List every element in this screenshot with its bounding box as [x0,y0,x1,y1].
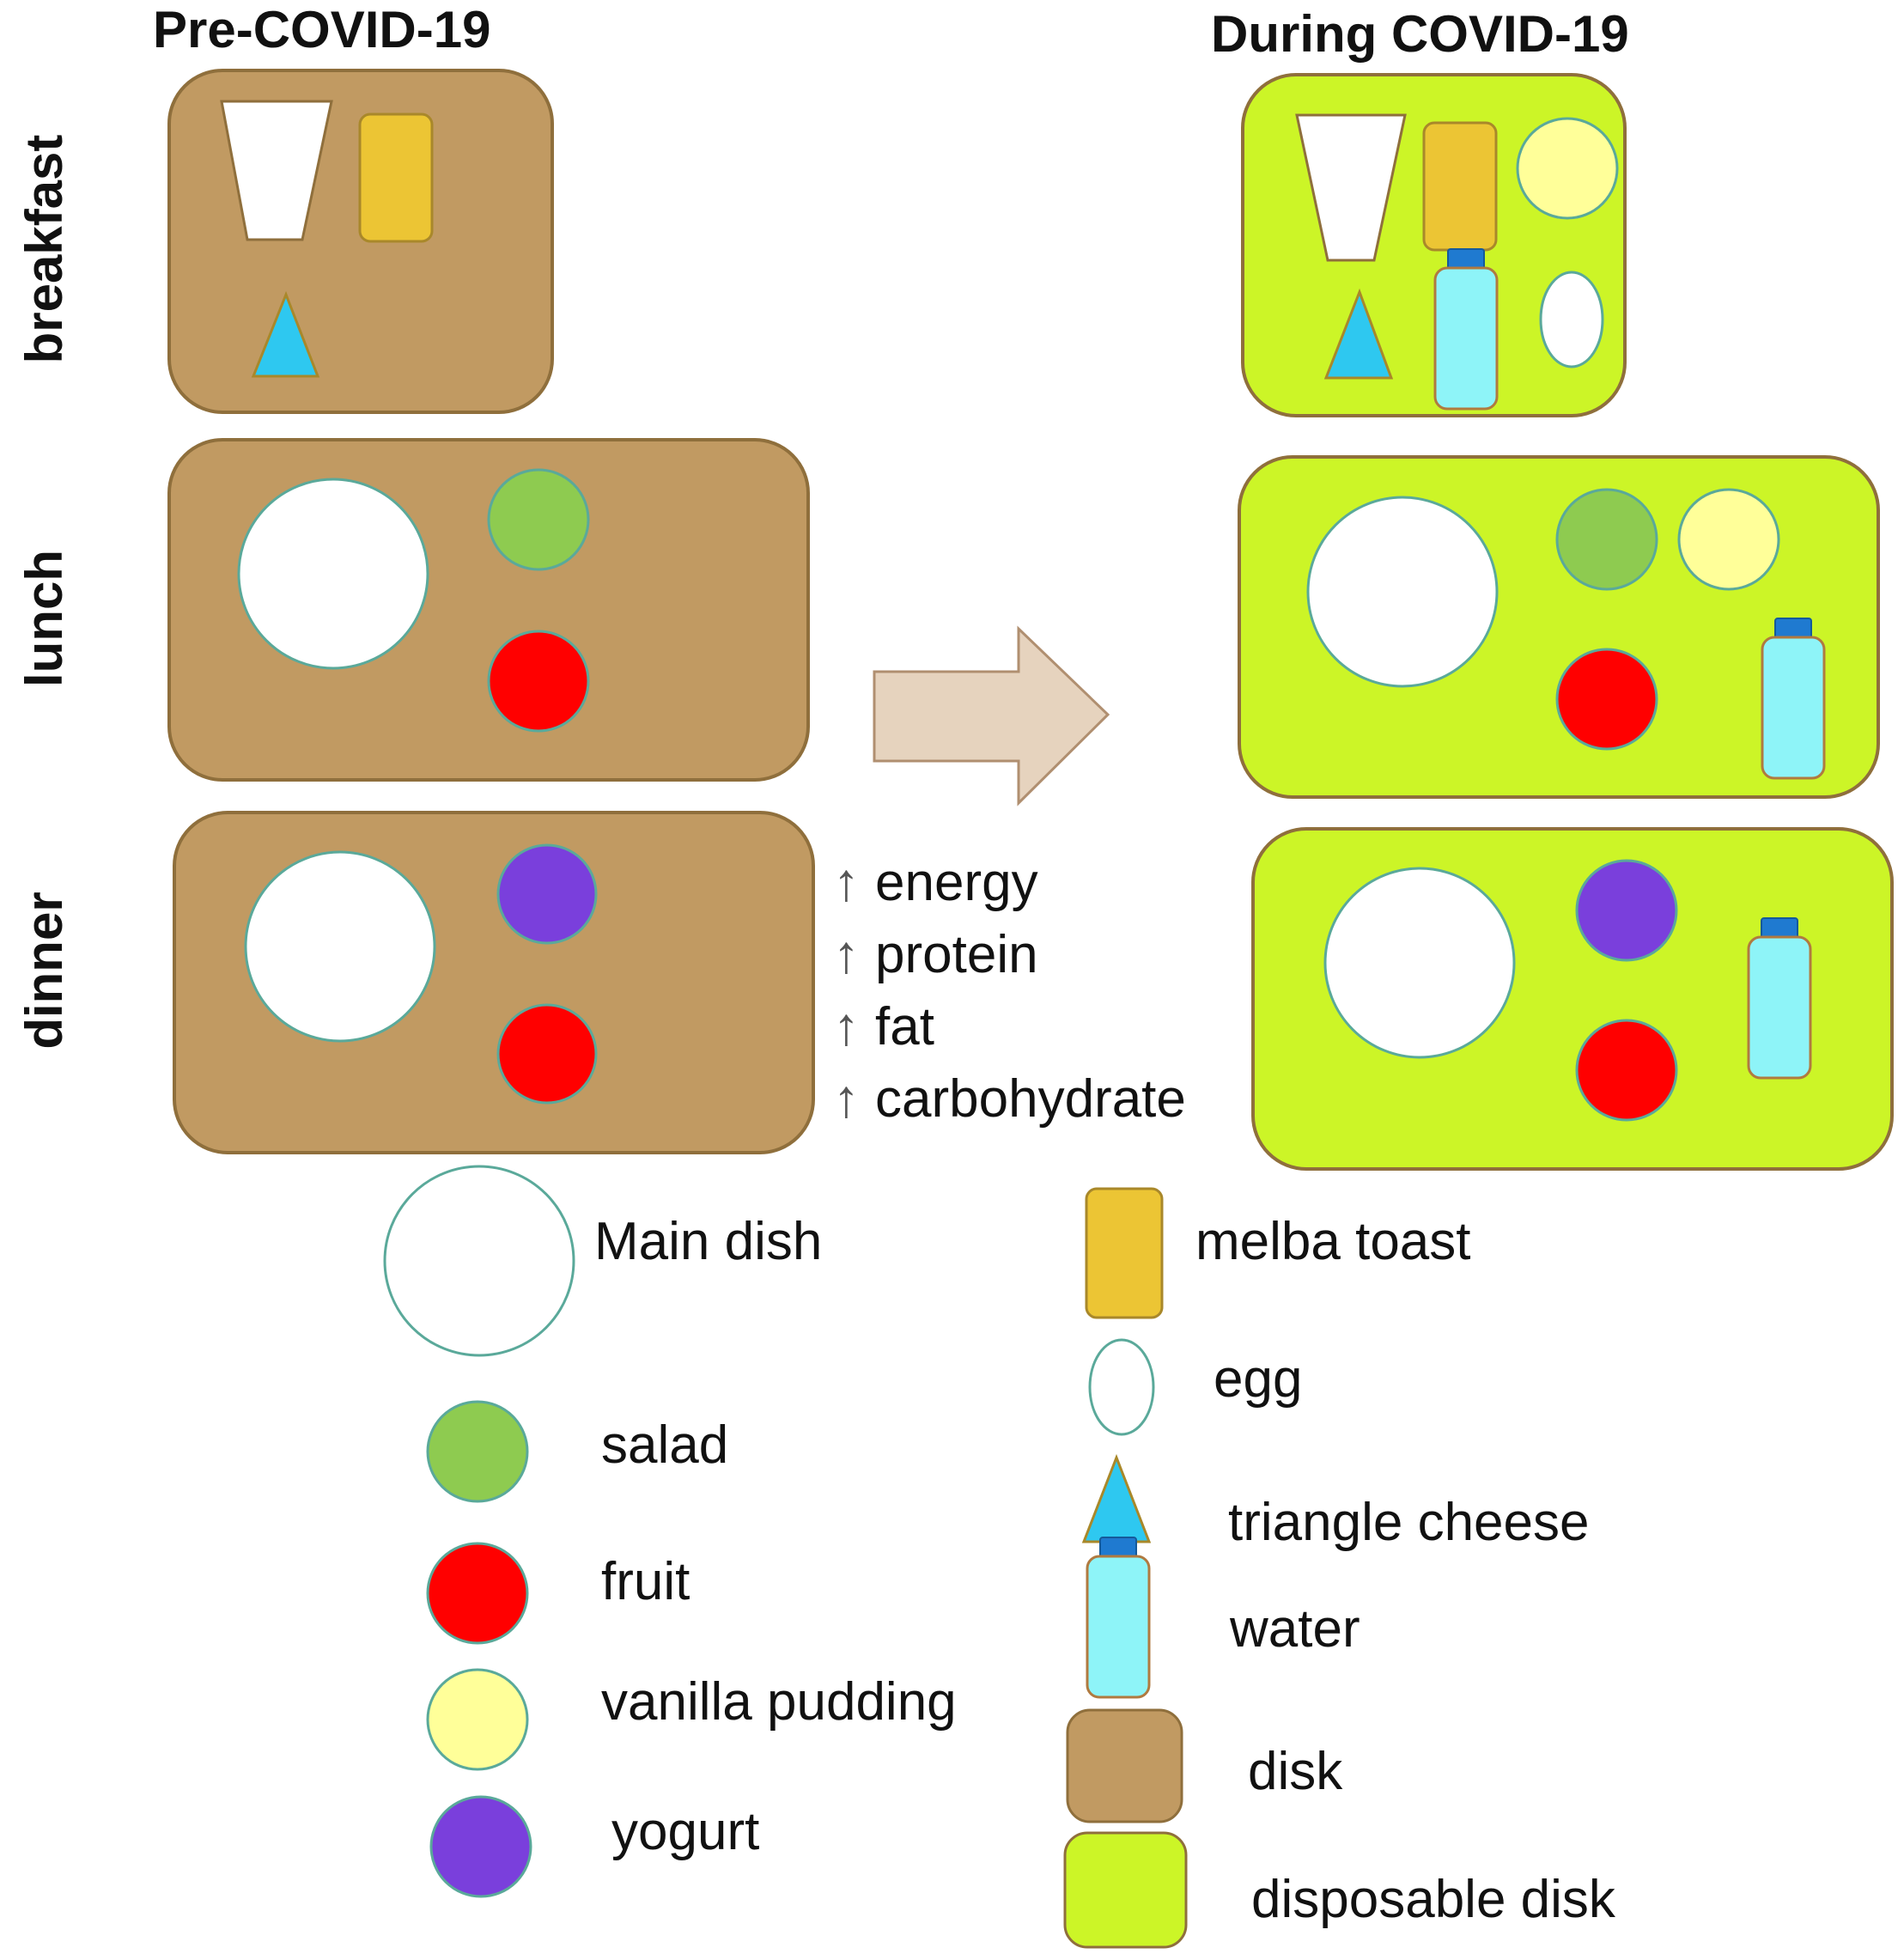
legend-melba-toast-icon [1085,1187,1164,1319]
legend-fruit-icon [426,1542,529,1645]
during-lunch-disk [1238,455,1880,799]
header-during-covid: During COVID-19 [1211,5,1629,63]
fruit-icon [1575,1019,1678,1122]
melba-toast-icon [358,113,434,243]
triangle-cheese-icon [1323,288,1394,380]
legend-water-bottle-icon [1086,1536,1151,1699]
legend-main-dish-label: Main dish [594,1212,822,1271]
fruit-icon [496,1003,598,1105]
cup-icon [1295,113,1407,262]
pre-breakfast-disk [167,69,554,414]
legend-fruit-label: fruit [601,1552,690,1611]
meal-label-dinner: dinner [15,892,73,1049]
legend-vanilla-pudding-icon [426,1668,529,1771]
pre-dinner-disk [173,811,815,1154]
legend-disposable-disk-label: disposable disk [1251,1870,1616,1929]
water-bottle-icon [1761,617,1826,780]
legend-disposable-disk-icon [1063,1831,1188,1949]
nutrient-energy: ↑energy [833,853,1038,912]
pre-lunch-disk [167,438,810,782]
legend-yogurt-label: yogurt [611,1802,759,1861]
legend-triangle-cheese-icon [1081,1453,1152,1543]
vanilla-pudding-icon [1516,117,1619,220]
legend-salad-icon [426,1400,529,1503]
nutrient-list: ↑energy ↑protein ↑fat ↑carbohydrate [833,853,1186,1129]
transition-arrow-icon [873,625,1110,807]
fruit-icon [1555,648,1658,751]
triangle-cheese-icon [251,290,320,378]
legend-egg-icon [1088,1338,1155,1436]
nutrient-fat: ↑fat [833,997,934,1056]
meal-label-lunch: lunch [15,550,73,687]
legend-water-label: water [1229,1599,1360,1659]
salad-icon [1555,488,1658,591]
legend-yogurt-icon [429,1795,532,1898]
nutrient-carbohydrate: ↑carbohydrate [833,1069,1186,1129]
melba-toast-icon [1422,121,1498,252]
vanilla-pudding-icon [1677,488,1780,591]
yogurt-icon [496,843,598,945]
legend-salad-label: salad [601,1415,728,1475]
header-pre-covid: Pre-COVID-19 [153,1,490,58]
legend-triangle-cheese-label: triangle cheese [1228,1493,1590,1552]
cup-icon [220,100,333,241]
meal-label-breakfast: breakfast [15,135,73,364]
during-breakfast-disk [1241,73,1627,417]
nutrient-protein: ↑protein [833,925,1038,984]
legend: Main dish salad fruit vanilla pudding yo… [383,1165,1616,1949]
yogurt-icon [1575,859,1678,962]
water-bottle-icon [1747,916,1812,1080]
main-dish-icon [244,850,436,1043]
water-bottle-icon [1433,247,1499,411]
legend-vanilla-pudding-label: vanilla pudding [601,1672,957,1732]
legend-main-dish-icon [383,1165,575,1357]
main-dish-icon [1323,867,1516,1059]
legend-melba-toast-label: melba toast [1195,1212,1471,1271]
legend-disk-icon [1066,1708,1183,1823]
egg-icon [1539,271,1604,368]
main-dish-icon [1306,496,1499,688]
fruit-icon [487,630,590,733]
legend-disk-label: disk [1248,1742,1343,1801]
legend-egg-label: egg [1214,1349,1302,1409]
main-dish-icon [237,478,429,670]
salad-icon [487,468,590,571]
during-dinner-disk [1251,827,1894,1171]
